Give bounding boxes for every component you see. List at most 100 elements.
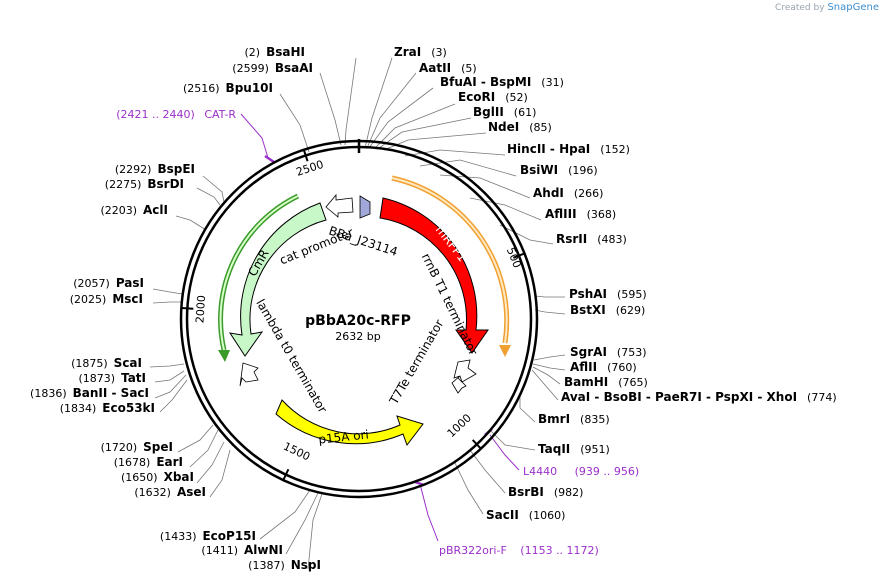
plasmid-name: pBbA20c-RFP: [305, 313, 411, 329]
site-label-ecori[interactable]: EcoRI(52): [458, 90, 528, 104]
site-enzyme-name: BsaHI: [266, 45, 305, 59]
site-label-acli[interactable]: (2203)AclI: [100, 203, 168, 217]
site-enzyme-name: RsrII: [556, 232, 587, 246]
site-label-zrai[interactable]: ZraI(3): [394, 45, 447, 59]
t7te-label: T7Te terminator: [386, 317, 446, 407]
site-position: (3): [431, 46, 447, 59]
site-position: (1650): [121, 471, 158, 484]
site-label-scai[interactable]: (1875)ScaI: [71, 356, 142, 370]
site-enzyme-name: BstXI: [570, 303, 606, 317]
site-position: (2599): [232, 62, 269, 75]
site-position: (1433): [160, 530, 197, 543]
site-label-pasi[interactable]: (2057)PasI: [73, 276, 144, 290]
primer-cat-r-label: (2421 .. 2440) CAT-R: [116, 108, 236, 121]
site-enzyme-name: BspEI: [157, 162, 195, 176]
site-label-bsiwi[interactable]: BsiWI(196): [520, 163, 598, 177]
site-enzyme-name: EarI: [156, 455, 183, 469]
site-label-rsrii[interactable]: RsrII (483): [556, 232, 627, 246]
site-enzyme-name: AhdI: [533, 186, 564, 200]
site-enzyme-name: XbaI: [164, 470, 194, 484]
site-label-taqii[interactable]: TaqII(951): [538, 442, 610, 456]
snapgene-credit: Created by SnapGene: [775, 2, 879, 13]
site-position: (196): [568, 164, 598, 177]
site-label-ndei[interactable]: NdeI (85): [488, 120, 552, 134]
site-position: (835): [580, 413, 610, 426]
site-label-bfuai-bspmi[interactable]: BfuAI - BspMI(31): [440, 75, 564, 89]
orange-arc-inner: [391, 177, 508, 344]
site-label-bamhi[interactable]: BamHI(765): [564, 375, 648, 389]
site-label-aatii[interactable]: AatII (5): [419, 61, 477, 75]
site-label-bstxi[interactable]: BstXI(629): [570, 303, 645, 317]
site-position: (2025): [70, 293, 107, 306]
site-label-alwni[interactable]: (1411) AlwNI: [201, 543, 283, 557]
site-enzyme-name: BfuAI - BspMI: [440, 75, 531, 89]
site-label-sacii[interactable]: SacII (1060): [486, 508, 565, 522]
cmr-arrow: [228, 202, 327, 357]
rrnb-t1-arrow: [453, 359, 477, 383]
site-position: (2203): [100, 204, 137, 217]
site-position: (1060): [529, 509, 566, 522]
site-label-bspei[interactable]: (2292) BspEI: [115, 162, 195, 176]
site-position: (1836): [30, 387, 67, 400]
site-label-nspi[interactable]: (1387)NspI: [248, 558, 321, 572]
site-position: (85): [529, 121, 552, 134]
site-enzyme-name: SacII: [486, 508, 519, 522]
site-position: (1875): [71, 357, 108, 370]
site-enzyme-name: NspI: [291, 558, 321, 572]
site-position: (760): [607, 361, 637, 374]
site-label-bsaai[interactable]: (2599)BsaAI: [232, 61, 313, 75]
site-position: (5): [461, 62, 477, 75]
scale-tick-2500: [302, 149, 309, 162]
site-enzyme-name: BmrI: [538, 412, 570, 426]
site-enzyme-name: SpeI: [143, 440, 173, 454]
site-label-bpu10i[interactable]: (2516)Bpu10I: [183, 81, 273, 95]
primer-l4440-name: L4440: [523, 465, 557, 478]
primer-pbr-name: pBR322ori-F: [439, 544, 507, 557]
site-position: (61): [514, 106, 537, 119]
cmr-label: CmR: [245, 247, 271, 279]
site-label-asei[interactable]: (1632)AseI: [134, 485, 206, 499]
site-label-banii-saci[interactable]: (1836)BanII - SacI: [30, 386, 149, 400]
site-label-avai-bsobi-paer7i-pspxi-xhoi[interactable]: AvaI - BsoBI - PaeR7I - PspXI - XhoI(774…: [561, 390, 837, 404]
site-label-ahdi[interactable]: AhdI(266): [533, 186, 603, 200]
site-label-aflii[interactable]: AflII(760): [570, 360, 637, 374]
site-label-bglii[interactable]: BglII(61): [473, 105, 536, 119]
site-label-sgrai[interactable]: SgrAI(753): [570, 345, 647, 359]
site-enzyme-name: AflIII: [545, 207, 577, 221]
primer-cat-r-range: (2421 .. 2440): [116, 108, 195, 121]
site-label-spei[interactable]: (1720)SpeI: [101, 440, 173, 454]
cat-promoter-arrow: [325, 193, 354, 218]
site-label-bsrdi[interactable]: (2275)BsrDI: [105, 177, 184, 191]
site-enzyme-name: AseI: [177, 485, 206, 499]
site-label-bsahi[interactable]: (2) BsaHI: [245, 45, 306, 59]
site-label-tati[interactable]: (1873)TatI: [78, 371, 146, 385]
primer-pbr-label: pBR322ori-F (1153 .. 1172): [439, 544, 599, 557]
site-label-pshai[interactable]: PshAI(595): [569, 287, 647, 301]
site-label-eco53ki[interactable]: (1834)Eco53kI: [60, 401, 155, 415]
scale-tick-2000: [181, 306, 194, 310]
site-label-bmri[interactable]: BmrI (835): [538, 412, 610, 426]
primer-l4440-label: L4440 (939 .. 956): [523, 465, 639, 478]
site-position: (1411): [201, 544, 238, 557]
site-position: (483): [597, 233, 627, 246]
site-enzyme-name: NdeI: [488, 120, 519, 134]
scale-tick-label-1000: 1000: [445, 411, 474, 440]
site-position: (2292): [115, 163, 152, 176]
site-label-msci[interactable]: (2025)MscI: [70, 292, 143, 306]
site-enzyme-name: EcoP15I: [202, 529, 256, 543]
site-label-afliii[interactable]: AflIII(368): [545, 207, 616, 221]
site-label-ecop15i[interactable]: (1433) EcoP15I: [160, 529, 256, 543]
site-label-bsrbi[interactable]: BsrBI(982): [508, 485, 583, 499]
site-label-eari[interactable]: (1678)EarI: [114, 455, 183, 469]
site-enzyme-name: AatII: [419, 61, 451, 75]
site-position: (982): [554, 486, 584, 499]
site-position: (2): [245, 46, 261, 59]
plasmid-size: 2632 bp: [335, 330, 380, 343]
site-enzyme-name: PasI: [116, 276, 144, 290]
scale-tick-label-2000: 2000: [193, 295, 208, 324]
site-label-hincii-hpai[interactable]: HincII - HpaI(152): [507, 142, 630, 156]
primer-l4440-range: (939 .. 956): [575, 465, 640, 478]
site-label-xbai[interactable]: (1650) XbaI: [121, 470, 194, 484]
site-enzyme-name: AlwNI: [244, 543, 283, 557]
